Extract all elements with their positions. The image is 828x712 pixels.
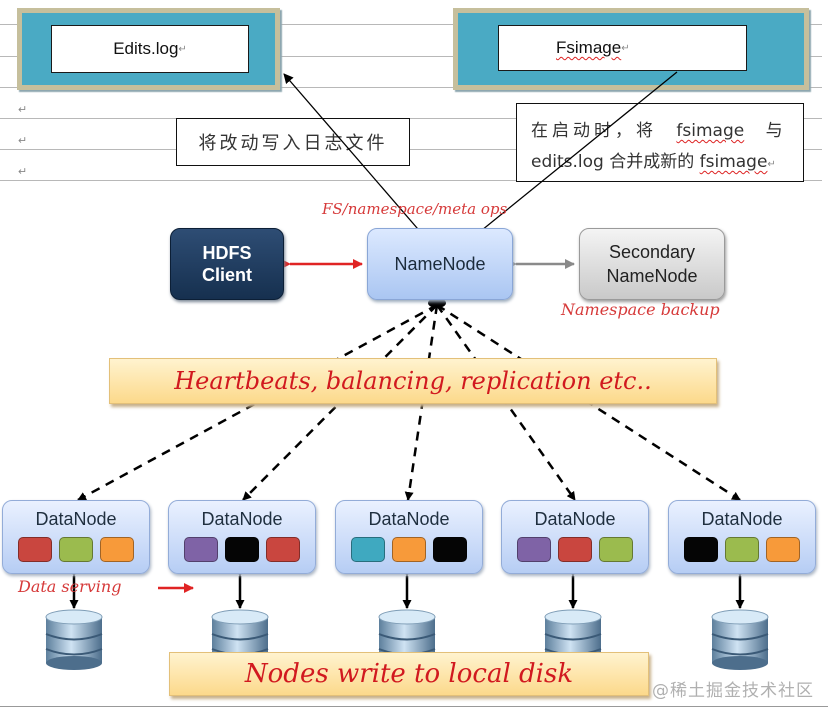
block-orange [766,537,800,562]
disk-links [69,568,745,609]
datanode-5: DataNode [668,500,816,574]
rule-line [0,24,822,25]
edits-log-box: Edits.log↵ [51,25,249,73]
paragraph-mark: ↵ [18,135,28,147]
disk-icon [43,609,105,671]
fsimage-label: Fsimage [556,38,622,57]
heartbeat-link-2 [242,304,438,501]
rule-line [0,87,822,88]
heartbeat-hub [428,298,446,308]
hdfs-client-node: HDFS Client [170,228,284,300]
datanode-label: DataNode [534,509,616,529]
page-bottom-line [0,706,828,707]
datanode-label: DataNode [35,509,117,529]
paragraph-mark: ↵ [178,43,187,55]
write-log-note: 将改动写入日志文件 [176,118,410,166]
block-black [433,537,467,562]
paragraph-mark: ↵ [621,42,630,54]
block-black [225,537,259,562]
datanode-4: DataNode [501,500,649,574]
block-group [169,537,315,562]
datanode-1: DataNode [2,500,150,574]
fsimage-box: Fsimage↵ [498,25,747,71]
datanode-3: DataNode [335,500,483,574]
block-group [3,537,149,562]
block-red [266,537,300,562]
disk-icon [709,609,771,671]
block-red [18,537,52,562]
merge-note: 在启动时，将 fsimage 与 edits.log 合并成新的 fsimage… [516,103,804,182]
block-group [669,537,815,562]
block-teal [351,537,385,562]
namespace-backup-annotation: Namespace backup [561,300,720,319]
datanode-label: DataNode [701,509,783,529]
local-disk-banner: Nodes write to local disk [169,652,649,696]
edits-log-label: Edits.log [113,39,179,58]
datanode-label: DataNode [368,509,450,529]
rule-line [0,56,822,57]
block-orange [100,537,134,562]
rule-line [0,180,822,181]
fs-ops-annotation: FS/namespace/meta ops [322,200,508,218]
fsimage-term: fsimage [676,121,745,141]
block-purple [184,537,218,562]
block-green [59,537,93,562]
merge-note-line1: 在启动时，将 fsimage 与 [531,121,783,141]
block-red [558,537,592,562]
block-black [684,537,718,562]
arrow-namenode-to-editslog [283,73,431,244]
rule-line [0,149,822,150]
block-purple [517,537,551,562]
secondary-namenode-node: Secondary NameNode [579,228,725,300]
data-serving-annotation: Data serving [18,577,122,596]
fsimage-term: fsimage [699,152,768,172]
paragraph-mark: ↵ [18,104,28,116]
paragraph-mark: ↵ [18,166,28,178]
namenode-node: NameNode [367,228,513,300]
heartbeat-link-1 [77,303,438,502]
datanode-2: DataNode [168,500,316,574]
block-orange [392,537,426,562]
watermark: @稀土掘金技术社区 [652,681,814,701]
block-green [725,537,759,562]
block-green [599,537,633,562]
heartbeats-banner: Heartbeats, balancing, replication etc.. [109,358,717,404]
datanode-label: DataNode [201,509,283,529]
write-log-text: 将改动写入日志文件 [198,133,388,154]
rule-line [0,118,822,119]
block-group [502,537,648,562]
arrow-fsimage-to-namenode [465,71,678,244]
block-group [336,537,482,562]
